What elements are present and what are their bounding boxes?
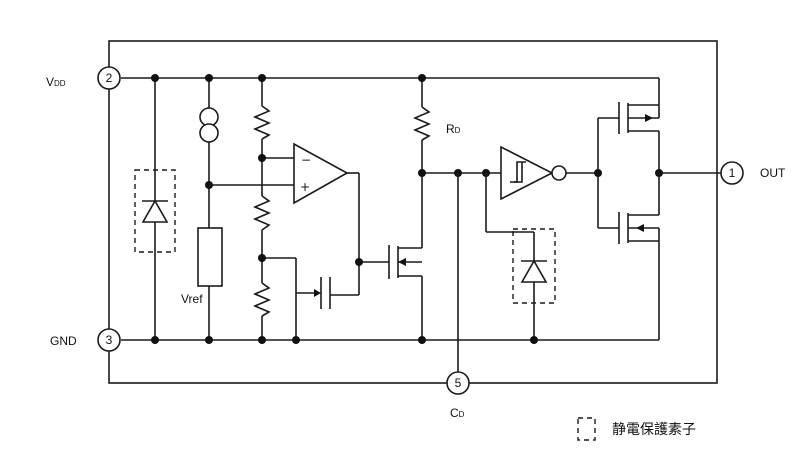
cmos-output-nmos [598, 173, 660, 340]
cmos-output-pmos [597, 78, 660, 228]
chip-boundary [108, 40, 718, 384]
rd-resistor: RD [412, 78, 461, 173]
pin-cd-number: 5 [455, 376, 462, 390]
opamp-plus: + [300, 180, 310, 194]
legend-esd-swatch [577, 417, 596, 441]
junction-dots [151, 74, 663, 344]
comparator: − + [209, 142, 360, 295]
pin-vdd-number: 2 [106, 71, 113, 85]
pin-out: 1 OUT [659, 161, 786, 185]
vref-element: Vref [181, 227, 223, 340]
pin-vdd: 2 VDD [46, 66, 121, 90]
vref-label: Vref [181, 292, 203, 306]
current-source [199, 78, 219, 228]
hysteresis-nmos [262, 257, 359, 340]
resistor-divider [252, 78, 272, 340]
pin-vdd-label: VDD [46, 75, 66, 89]
rd-label: RD [446, 122, 461, 136]
esd-diode-mid [485, 173, 556, 340]
pin-cd-label: CD [450, 406, 465, 420]
pin-gnd-label: GND [50, 334, 77, 348]
legend: 静電保護素子 [577, 417, 696, 441]
schmitt-inverter [500, 145, 598, 201]
driver-nmos [359, 173, 423, 340]
pin-out-number: 1 [729, 166, 736, 180]
pin-gnd-number: 3 [106, 333, 113, 347]
opamp-minus: − [301, 153, 311, 167]
esd-diode-left [134, 78, 176, 340]
pin-gnd: 3 GND [50, 328, 121, 352]
legend-text: 静電保護素子 [612, 422, 696, 438]
pin-out-label: OUT [760, 166, 786, 180]
